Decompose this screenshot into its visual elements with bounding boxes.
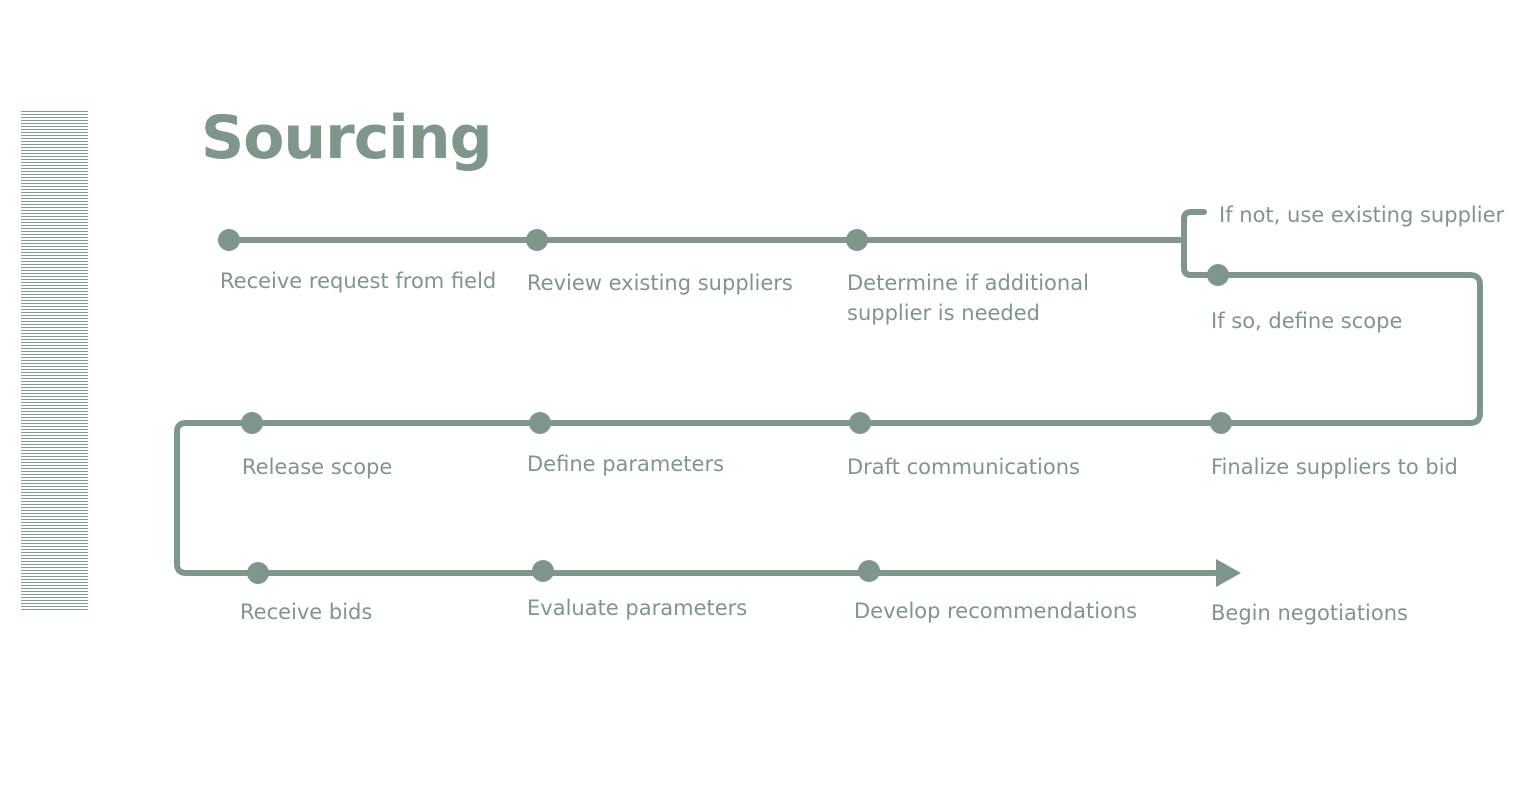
- connector-turn-right: [1214, 272, 1483, 426]
- step-label-receive-request: Receive request from field: [220, 269, 497, 293]
- step-label-finalize-suppliers: Finalize suppliers to bid: [1211, 455, 1458, 479]
- node-receive-bids: [247, 562, 269, 584]
- node-evaluate-parameters: [532, 560, 554, 582]
- node-define-parameters: [529, 412, 551, 434]
- step-label-determine-additional: Determine if additional supplier is need…: [847, 271, 1089, 325]
- page-title: Sourcing: [201, 103, 493, 173]
- branch-label-if-not: If not, use existing supplier: [1219, 203, 1505, 227]
- connector-branch-bracket: [1181, 209, 1220, 278]
- step-label-receive-bids: Receive bids: [240, 600, 373, 624]
- node-release-scope: [241, 412, 263, 434]
- step-label-begin-negotiations: Begin negotiations: [1211, 601, 1408, 625]
- node-develop-recommendations: [858, 560, 880, 582]
- node-receive-request: [218, 229, 240, 251]
- node-draft-communications: [849, 412, 871, 434]
- node-define-scope: [1207, 264, 1229, 286]
- connector-turn-left: [174, 420, 261, 576]
- branch-label-if-so: If so, define scope: [1211, 309, 1403, 333]
- step-label-evaluate-parameters: Evaluate parameters: [527, 596, 748, 620]
- node-finalize-suppliers: [1210, 412, 1232, 434]
- node-review-suppliers: [526, 229, 548, 251]
- decorative-barcode-stripe: [21, 111, 88, 610]
- arrow-head-icon: [1216, 559, 1241, 587]
- step-label-review-suppliers: Review existing suppliers: [527, 271, 793, 295]
- step-label-define-parameters: Define parameters: [527, 452, 725, 476]
- step-label-release-scope: Release scope: [242, 455, 393, 479]
- node-determine-additional: [846, 229, 868, 251]
- step-label-draft-communications: Draft communications: [847, 455, 1080, 479]
- step-label-develop-recommendations: Develop recommendations: [854, 599, 1138, 623]
